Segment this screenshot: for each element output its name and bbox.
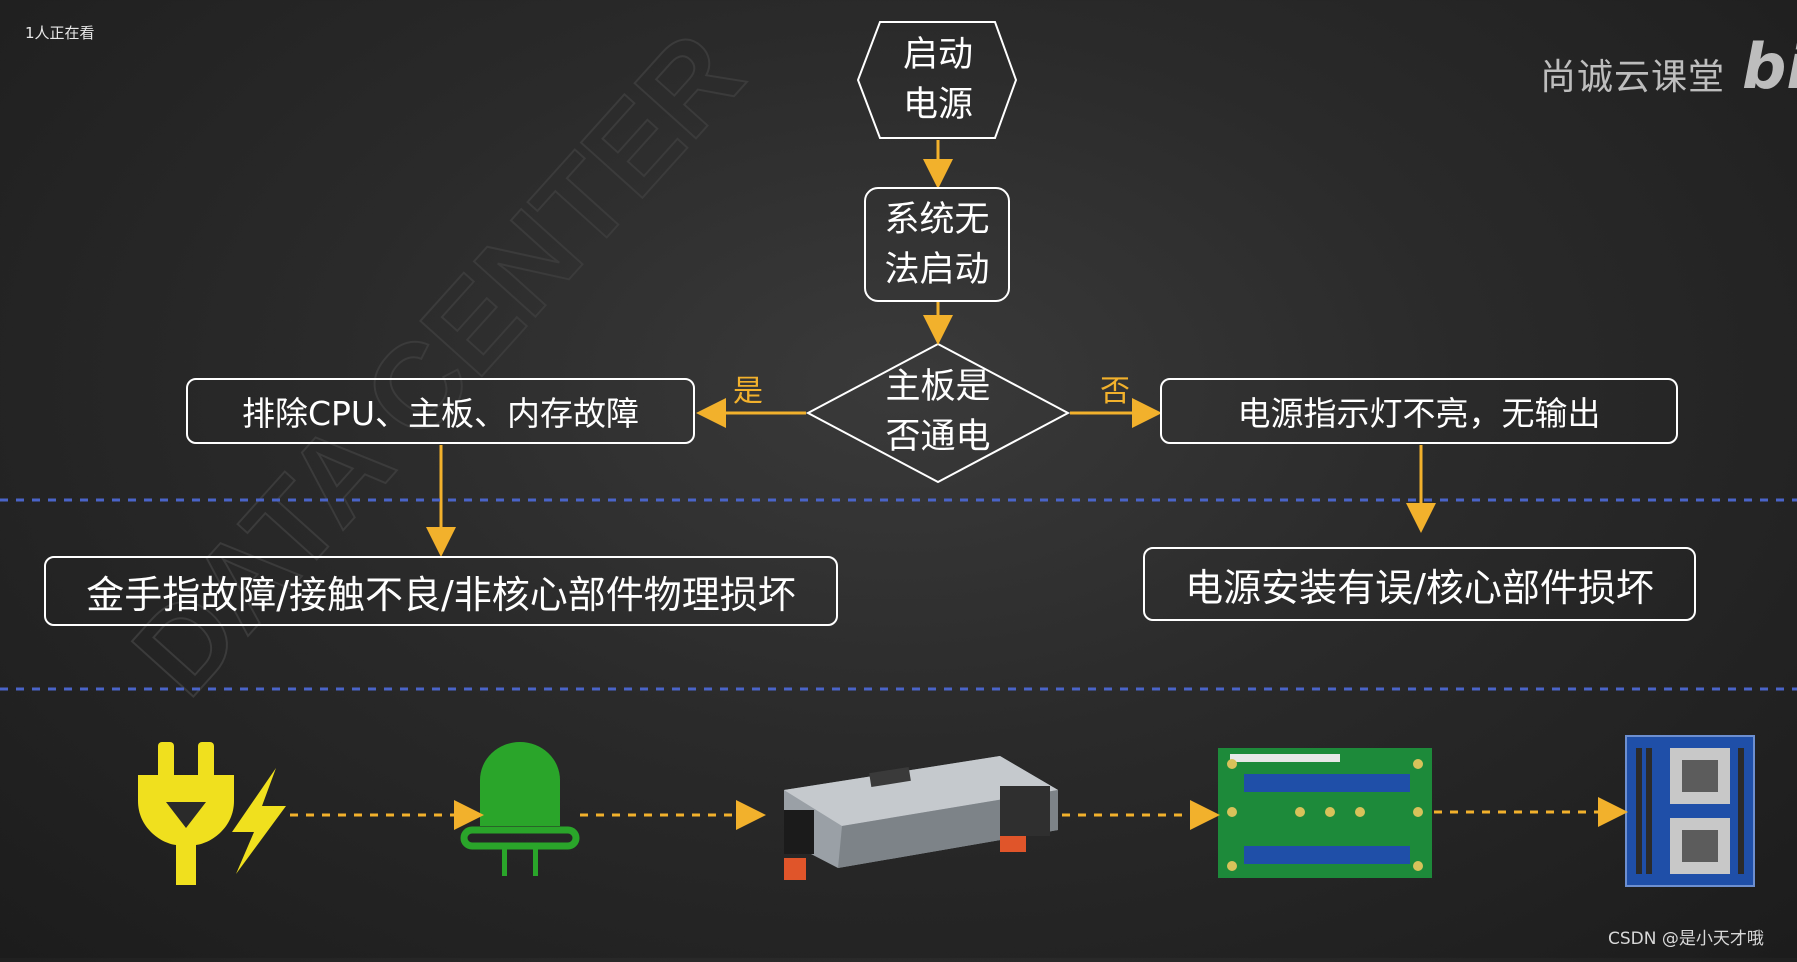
step-system-no-boot: 系统无 法启动 xyxy=(864,187,1010,302)
lightning-icon xyxy=(232,768,286,874)
decision-line-2: 否通电 xyxy=(885,417,991,457)
yes-box: 排除CPU、主板、内存故障 xyxy=(186,378,695,444)
led-icon xyxy=(460,742,580,876)
credit-text: CSDN @是小天才哦 xyxy=(1608,929,1764,949)
decision-diamond xyxy=(805,342,1071,484)
yes-result-box: 金手指故障/接触不良/非核心部件物理损坏 xyxy=(44,556,838,626)
decision-line-1: 主板是 xyxy=(885,367,991,407)
backplane-board-image xyxy=(1218,748,1432,878)
no-box: 电源指示灯不亮，无输出 xyxy=(1160,378,1678,444)
start-line-2: 电源 xyxy=(902,85,973,125)
start-node: 启动 电源 xyxy=(878,30,998,130)
decision-node: 主板是 否通电 xyxy=(868,362,1008,462)
viewer-count: 1人正在看 xyxy=(25,24,95,42)
power-supply-image xyxy=(784,756,1058,880)
brand-logo: bil xyxy=(1742,30,1797,103)
start-line-1: 启动 xyxy=(902,35,973,75)
step-line-2: 法启动 xyxy=(884,249,990,290)
motherboard-image xyxy=(1625,735,1755,887)
no-label: 否 xyxy=(1100,374,1130,409)
yes-label: 是 xyxy=(733,374,763,409)
plug-icon xyxy=(138,742,234,885)
no-result-box: 电源安装有误/核心部件损坏 xyxy=(1143,547,1696,621)
step-line-1: 系统无 xyxy=(884,199,990,240)
brand-name: 尚诚云课堂 xyxy=(1540,57,1726,98)
start-hexagon xyxy=(856,21,1018,139)
